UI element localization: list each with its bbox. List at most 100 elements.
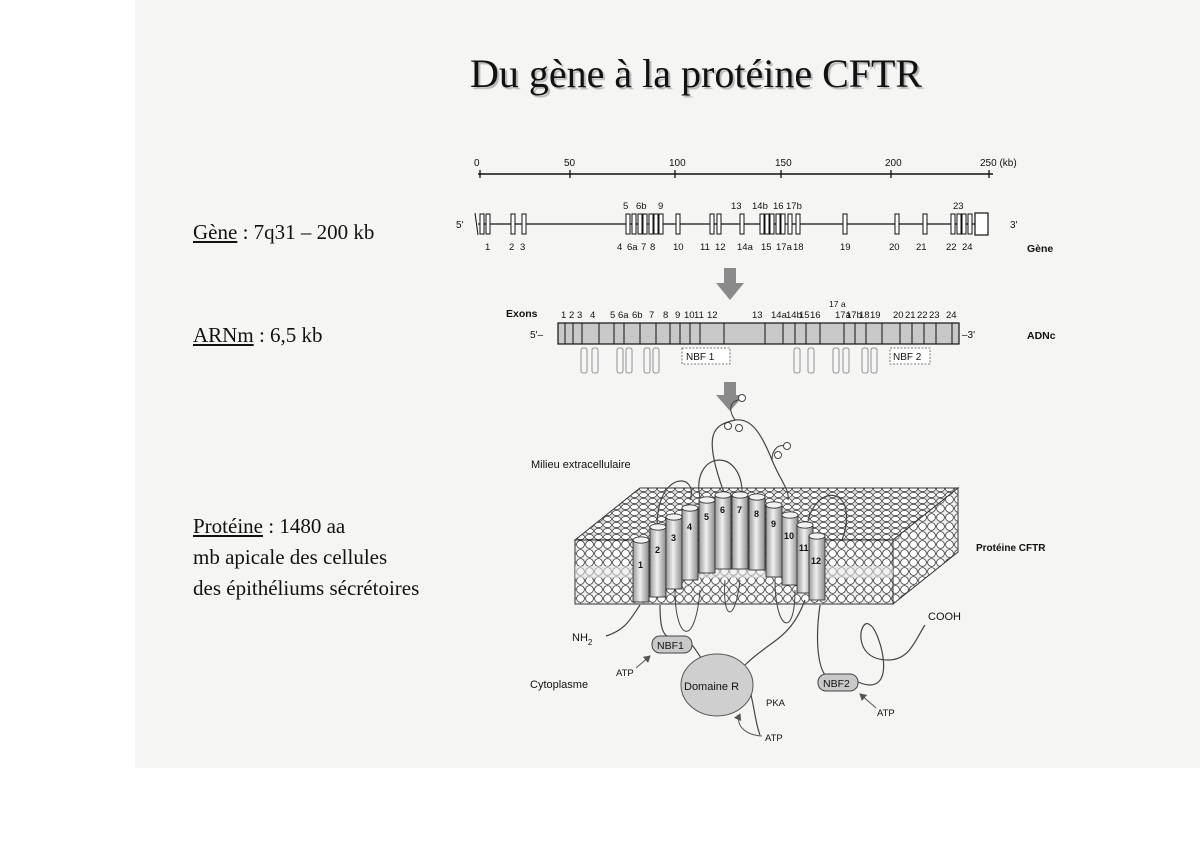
tm-helix-cap: [649, 523, 667, 531]
tm-helix: [781, 514, 799, 586]
gene-exon: [625, 213, 631, 235]
gene-bottom-exon-label: 22: [946, 242, 957, 253]
page-title: Du gène à la protéine CFTR: [470, 51, 923, 96]
transmembrane-segment-marks: [580, 347, 878, 374]
intracellular-loop-2: [724, 579, 741, 613]
tm-helix-cap: [748, 493, 766, 501]
gene-top-exon-label: 13: [731, 201, 742, 212]
tm-segment-mark: [652, 347, 660, 374]
tm-segment-mark: [643, 347, 651, 374]
tm-segment-mark: [616, 347, 624, 374]
cdna-nbf2-box: [889, 347, 931, 365]
cdna-exon-number: 3: [577, 310, 582, 321]
gene-bottom-exon-label: 21: [916, 242, 927, 253]
protein-location-line2: des épithéliums sécrétoires: [193, 576, 420, 600]
tm-helix-cap: [808, 532, 826, 540]
gene-exon: [950, 213, 956, 235]
glycan-2: [735, 424, 743, 432]
gene-bottom-exon-label: 24: [962, 242, 973, 253]
mrna-label-key: ARNm: [193, 323, 254, 347]
gene-bottom-exon-label: 6a: [627, 242, 638, 253]
cdna-exon-number: 24: [946, 310, 957, 321]
gene-bottom-exon-label: 3: [520, 242, 525, 253]
gene-exon: [485, 213, 491, 235]
gene-exon: [479, 213, 485, 235]
intracellular-loop-3: [774, 579, 796, 624]
scale-tick-label: 200: [885, 158, 902, 169]
gene-exon: [842, 213, 848, 235]
cdna-exon-number: 1: [561, 310, 566, 321]
gene-top-exon-label: 9: [658, 201, 663, 212]
nbf2-linker: [816, 604, 826, 676]
nh2-tail: [605, 604, 641, 637]
gene-label-value: : 7q31 – 200 kb: [237, 220, 375, 244]
tm-helix-cap: [765, 501, 783, 509]
gene-exon: [716, 213, 722, 235]
cdna-exon-number: 17b: [846, 310, 862, 321]
scale-tick-label: 0: [474, 158, 480, 169]
cdna-5prime: 5'–: [530, 330, 543, 341]
tm-helix-cap: [665, 513, 683, 521]
tm-helix-cap: [796, 521, 814, 529]
cooh-label: COOH: [928, 611, 961, 623]
extracellular-label: Milieu extracellulaire: [531, 459, 631, 471]
protein-label-value: : 1480 aa: [262, 514, 346, 538]
cdna-exon-17a-top: 17 a: [829, 299, 846, 309]
atp-arrow-nbf1: [635, 655, 651, 669]
tm-helix-number: 3: [671, 533, 676, 543]
tm-helix: [808, 535, 826, 601]
protein-cftr-label: Protéine CFTR: [976, 543, 1046, 554]
extracellular-loop-glyco: [711, 419, 789, 501]
gene-bottom-exon-label: 18: [793, 242, 804, 253]
gene-bottom-exon-label: 2: [509, 242, 514, 253]
gene-top-exon-label: 23: [953, 201, 964, 212]
gene-bottom-exon-label: 7: [641, 242, 646, 253]
glycan-chain-1: [730, 399, 739, 421]
tm-helix-number: 7: [737, 505, 742, 515]
gene-bottom-exon-label: 4: [617, 242, 622, 253]
r-to-tm2-linker: [750, 694, 761, 736]
tm-segment-mark: [807, 347, 815, 374]
scale-tick-label: 150: [775, 158, 792, 169]
gene-exon: [967, 213, 973, 235]
gene-exon: [894, 213, 900, 235]
cdna-exon-number: 11: [694, 310, 704, 321]
glycan-1: [724, 422, 732, 430]
pka-label: PKA: [766, 698, 786, 709]
tm-helix-number: 8: [754, 509, 759, 519]
gene-3prime-utr: [974, 212, 989, 236]
exons-label: Exons: [506, 308, 538, 320]
cdna-bar: [557, 322, 960, 345]
gene-top-exon-label: 16: [773, 201, 784, 212]
gene-label-key: Gène: [193, 220, 238, 244]
down-arrow-gene-to-cdna: [716, 268, 744, 300]
tm-helix-number: 11: [799, 543, 809, 553]
cdna-exon-number: 21: [905, 310, 916, 321]
tm-helix: [681, 507, 699, 581]
glycan-4: [774, 451, 782, 459]
cdna-exon-number: 6b: [632, 310, 643, 321]
extracellular-loop-2: [656, 480, 692, 541]
protein-nbf1: [651, 635, 693, 654]
gene-exon: [764, 213, 770, 235]
tm-segment-mark: [861, 347, 869, 374]
nh2-label: NH2: [572, 632, 593, 647]
protein-location-line1: mb apicale des cellules: [193, 545, 388, 569]
cdna-exon-number: 4: [590, 310, 595, 321]
cdna-exon-number: 7: [649, 310, 654, 321]
gene-exon: [739, 213, 745, 235]
extracellular-loop-1: [698, 459, 743, 499]
gene-bottom-exon-label: 20: [889, 242, 900, 253]
gene-bottom-exon-label: 12: [715, 242, 726, 253]
cdna-exon-number: 15: [799, 310, 810, 321]
nh2-text: NH: [572, 632, 588, 644]
nh2-subscript: 2: [588, 638, 593, 647]
scale-tick-label: 100: [669, 158, 686, 169]
gene-bottom-exon-label: 14a: [737, 242, 754, 253]
gene-exon: [642, 213, 648, 235]
